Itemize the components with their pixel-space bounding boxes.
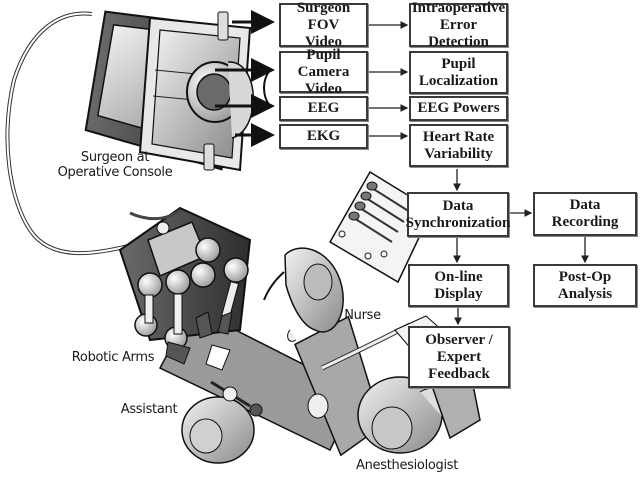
flow-arrows: [367, 21, 589, 326]
box-data-recording: Data Recording: [533, 192, 637, 236]
nurse-figure: [263, 247, 344, 342]
box-intraoperative-error-detection: Intraoperative Error Detection: [409, 0, 508, 50]
label-assistant: Assistant: [120, 402, 178, 417]
label-anesthesiologist: Anesthesiologist: [356, 458, 459, 473]
box-observer-expert-feedback: Observer / Expert Feedback: [408, 326, 510, 388]
box-online-display: On-line Display: [408, 264, 509, 307]
assistant-figure: [181, 380, 263, 464]
box-pupil-camera-video: Pupil Camera Video: [279, 47, 368, 97]
box-heart-rate-variability: Heart Rate Variability: [409, 124, 508, 167]
robotic-cart: [118, 206, 252, 371]
label-robotic-arms: Robotic Arms: [71, 350, 155, 365]
box-data-synchronization: Data Synchronization: [406, 192, 510, 237]
surgeon-console-illustration: [84, 10, 254, 172]
label-surgeon-console: Surgeon at Operative Console: [57, 150, 173, 180]
instrument-tray: [328, 170, 433, 284]
box-pupil-localization: Pupil Localization: [409, 51, 508, 94]
label-nurse: Nurse: [344, 308, 381, 323]
box-eeg: EEG: [279, 96, 368, 121]
box-surgeon-fov-video: Surgeon FOV Video: [279, 0, 368, 50]
box-ekg: EKG: [279, 124, 368, 149]
box-eeg-powers: EEG Powers: [409, 96, 508, 121]
box-post-op-analysis: Post-Op Analysis: [533, 264, 637, 307]
